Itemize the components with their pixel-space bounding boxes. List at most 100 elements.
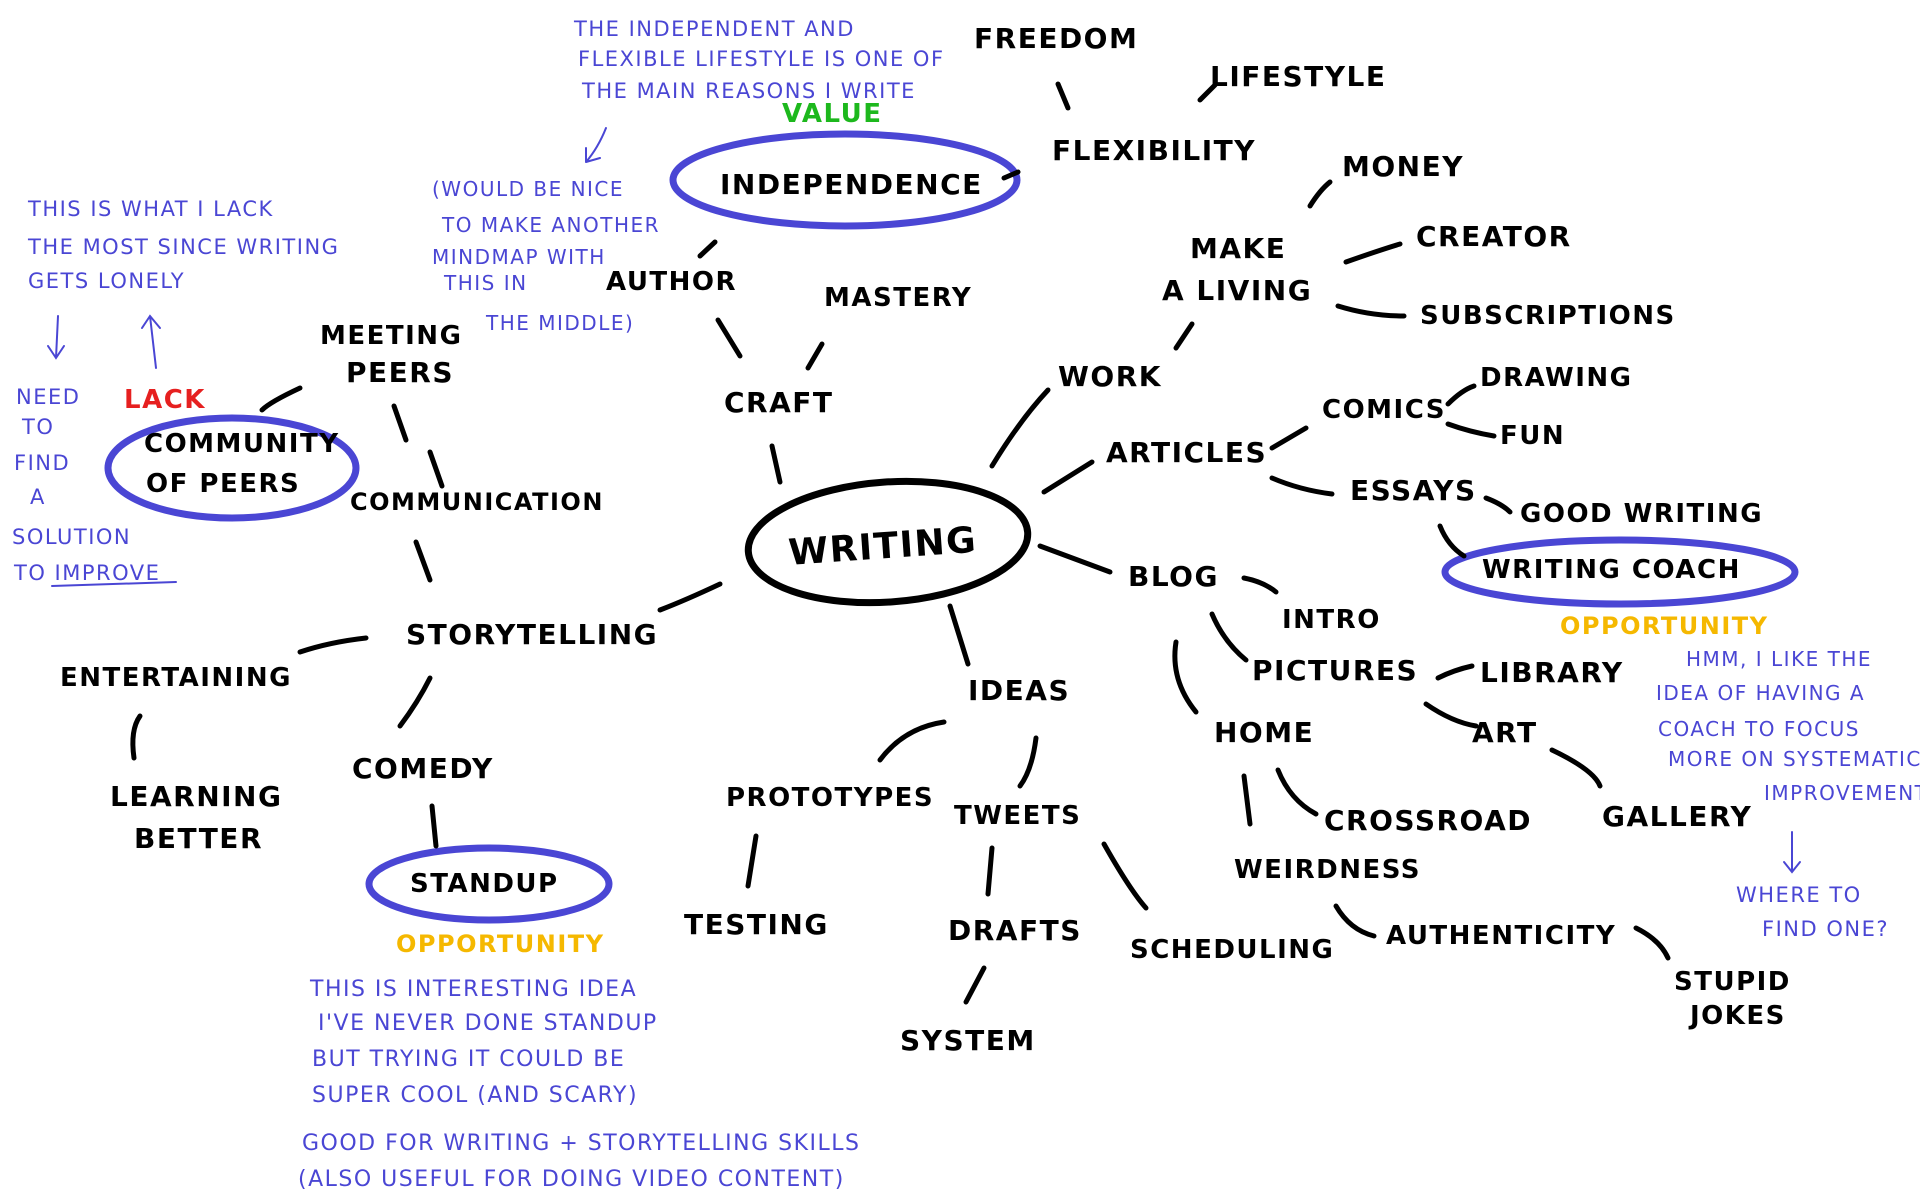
note-where: WHERE TO FIND ONE? xyxy=(1736,883,1889,941)
node-freedom: FREEDOM xyxy=(974,22,1138,55)
node-good-writing: GOOD WRITING xyxy=(1520,499,1763,529)
node-art: ART xyxy=(1472,716,1538,749)
note-standup-skills: GOOD FOR WRITING + STORYTELLING SKILLS (… xyxy=(298,1131,860,1192)
note-line: TO IMPROVE xyxy=(13,561,160,585)
node-ideas: IDEAS xyxy=(968,674,1070,707)
community-ring xyxy=(104,414,360,522)
node-gallery: GALLERY xyxy=(1602,800,1752,833)
note-line: FIND ONE? xyxy=(1762,917,1889,941)
node-tweets: TWEETS xyxy=(954,801,1081,831)
tag-value: VALUE xyxy=(782,99,883,129)
node-weirdness: WEIRDNESS xyxy=(1234,855,1421,885)
node-author: AUTHOR xyxy=(606,267,737,297)
node-comics: COMICS xyxy=(1322,395,1446,425)
note-line: SOLUTION xyxy=(12,525,131,549)
node-learning-better-line1: LEARNING xyxy=(110,780,282,813)
note-line: THIS IS INTERESTING IDEA xyxy=(309,977,637,1002)
node-make-a-living-line2: A LIVING xyxy=(1162,274,1312,307)
node-mastery: MASTERY xyxy=(824,283,972,313)
node-intro: INTRO xyxy=(1282,605,1381,635)
standup-ring xyxy=(365,844,613,924)
node-crossroad: CROSSROAD xyxy=(1324,804,1532,837)
node-meeting-peers-line2: PEERS xyxy=(346,356,454,389)
tag-opportunity-standup: OPPORTUNITY xyxy=(396,930,605,958)
node-system: SYSTEM xyxy=(900,1024,1036,1057)
node-fun: FUN xyxy=(1500,421,1565,451)
node-lifestyle: LIFESTYLE xyxy=(1210,60,1387,93)
node-comedy: COMEDY xyxy=(352,752,494,785)
note-line: WHERE TO xyxy=(1736,883,1862,907)
note-line: THIS IS WHAT I LACK xyxy=(27,197,274,221)
node-subscriptions: SUBSCRIPTIONS xyxy=(1420,301,1676,331)
independence-ring xyxy=(669,130,1021,230)
note-line: THIS IN xyxy=(443,271,528,295)
note-solution: NEED TO FIND A SOLUTION TO IMPROVE xyxy=(12,385,177,587)
node-home: HOME xyxy=(1214,716,1314,749)
note-independence: THE INDEPENDENT AND FLEXIBLE LIFESTYLE I… xyxy=(573,17,945,163)
node-prototypes: PROTOTYPES xyxy=(726,783,934,813)
note-line: NEED xyxy=(16,385,80,409)
node-flexibility: FLEXIBILITY xyxy=(1052,134,1256,167)
note-line: A xyxy=(30,485,46,509)
tag-lack: LACK xyxy=(124,385,206,415)
note-line: TO MAKE ANOTHER xyxy=(441,213,660,237)
node-community-line1: COMMUNITY xyxy=(144,429,340,459)
node-pictures: PICTURES xyxy=(1252,654,1418,687)
node-library: LIBRARY xyxy=(1480,656,1624,689)
note-line: THE MAIN REASONS I WRITE xyxy=(581,79,916,103)
node-stupid-jokes-line2: JOKES xyxy=(1688,1001,1786,1031)
note-line: COACH TO FOCUS xyxy=(1658,717,1860,741)
note-line: I'VE NEVER DONE STANDUP xyxy=(318,1011,658,1036)
note-line: FIND xyxy=(14,451,70,475)
node-learning-better-line2: BETTER xyxy=(134,822,263,855)
node-storytelling: STORYTELLING xyxy=(406,618,658,651)
note-line: THE MIDDLE) xyxy=(485,311,634,335)
note-line: GOOD FOR WRITING + STORYTELLING SKILLS xyxy=(302,1131,860,1156)
note-line: THE MOST SINCE WRITING xyxy=(27,235,339,259)
node-creator: CREATOR xyxy=(1416,220,1572,253)
node-community-line2: OF PEERS xyxy=(146,469,300,499)
node-communication: COMMUNICATION xyxy=(350,488,604,516)
node-meeting-peers-line1: MEETING xyxy=(320,321,462,351)
note-line: (WOULD BE NICE xyxy=(432,177,624,201)
note-line: TO xyxy=(21,415,54,439)
node-writing-coach: WRITING COACH xyxy=(1482,555,1741,585)
writing-coach-ring xyxy=(1441,536,1799,608)
note-line: (ALSO USEFUL FOR DOING VIDEO CONTENT) xyxy=(298,1167,845,1192)
note-line: MINDMAP WITH xyxy=(432,245,606,269)
node-drawing: DRAWING xyxy=(1480,363,1633,393)
node-entertaining: ENTERTAINING xyxy=(60,663,292,693)
note-standup: THIS IS INTERESTING IDEA I'VE NEVER DONE… xyxy=(309,977,658,1108)
node-drafts: DRAFTS xyxy=(948,914,1082,947)
node-standup: STANDUP xyxy=(410,869,559,899)
node-blog: BLOG xyxy=(1128,560,1219,593)
note-lack: THIS IS WHAT I LACK THE MOST SINCE WRITI… xyxy=(27,197,339,369)
note-line: IDEA OF HAVING A xyxy=(1656,681,1865,705)
tag-opportunity-coach: OPPORTUNITY xyxy=(1560,612,1769,640)
node-independence: INDEPENDENCE xyxy=(720,168,983,201)
note-line: IMPROVEMENT xyxy=(1764,781,1920,805)
node-money: MONEY xyxy=(1342,150,1464,183)
node-articles: ARTICLES xyxy=(1106,436,1267,469)
note-line: THE INDEPENDENT AND xyxy=(573,17,855,41)
note-line: BUT TRYING IT COULD BE xyxy=(312,1047,625,1072)
node-craft: CRAFT xyxy=(724,386,834,419)
node-testing: TESTING xyxy=(684,908,829,941)
node-essays: ESSAYS xyxy=(1350,474,1477,507)
note-coach: HMM, I LIKE THE IDEA OF HAVING A COACH T… xyxy=(1656,647,1920,874)
note-line: MORE ON SYSTEMATIC xyxy=(1668,747,1920,771)
note-line: FLEXIBLE LIFESTYLE IS ONE OF xyxy=(578,47,945,71)
node-make-a-living-line1: MAKE xyxy=(1190,232,1286,265)
edges xyxy=(130,81,1671,1005)
note-mindmap: (WOULD BE NICE TO MAKE ANOTHER MINDMAP W… xyxy=(432,177,660,335)
node-authenticity: AUTHENTICITY xyxy=(1386,921,1616,951)
node-work: WORK xyxy=(1058,360,1162,393)
node-scheduling: SCHEDULING xyxy=(1130,935,1334,965)
note-line: HMM, I LIKE THE xyxy=(1686,647,1872,671)
note-line: GETS LONELY xyxy=(28,269,185,293)
note-line: SUPER COOL (AND SCARY) xyxy=(312,1083,638,1108)
central-node-ring xyxy=(744,477,1032,607)
node-stupid-jokes-line1: STUPID xyxy=(1674,967,1791,997)
